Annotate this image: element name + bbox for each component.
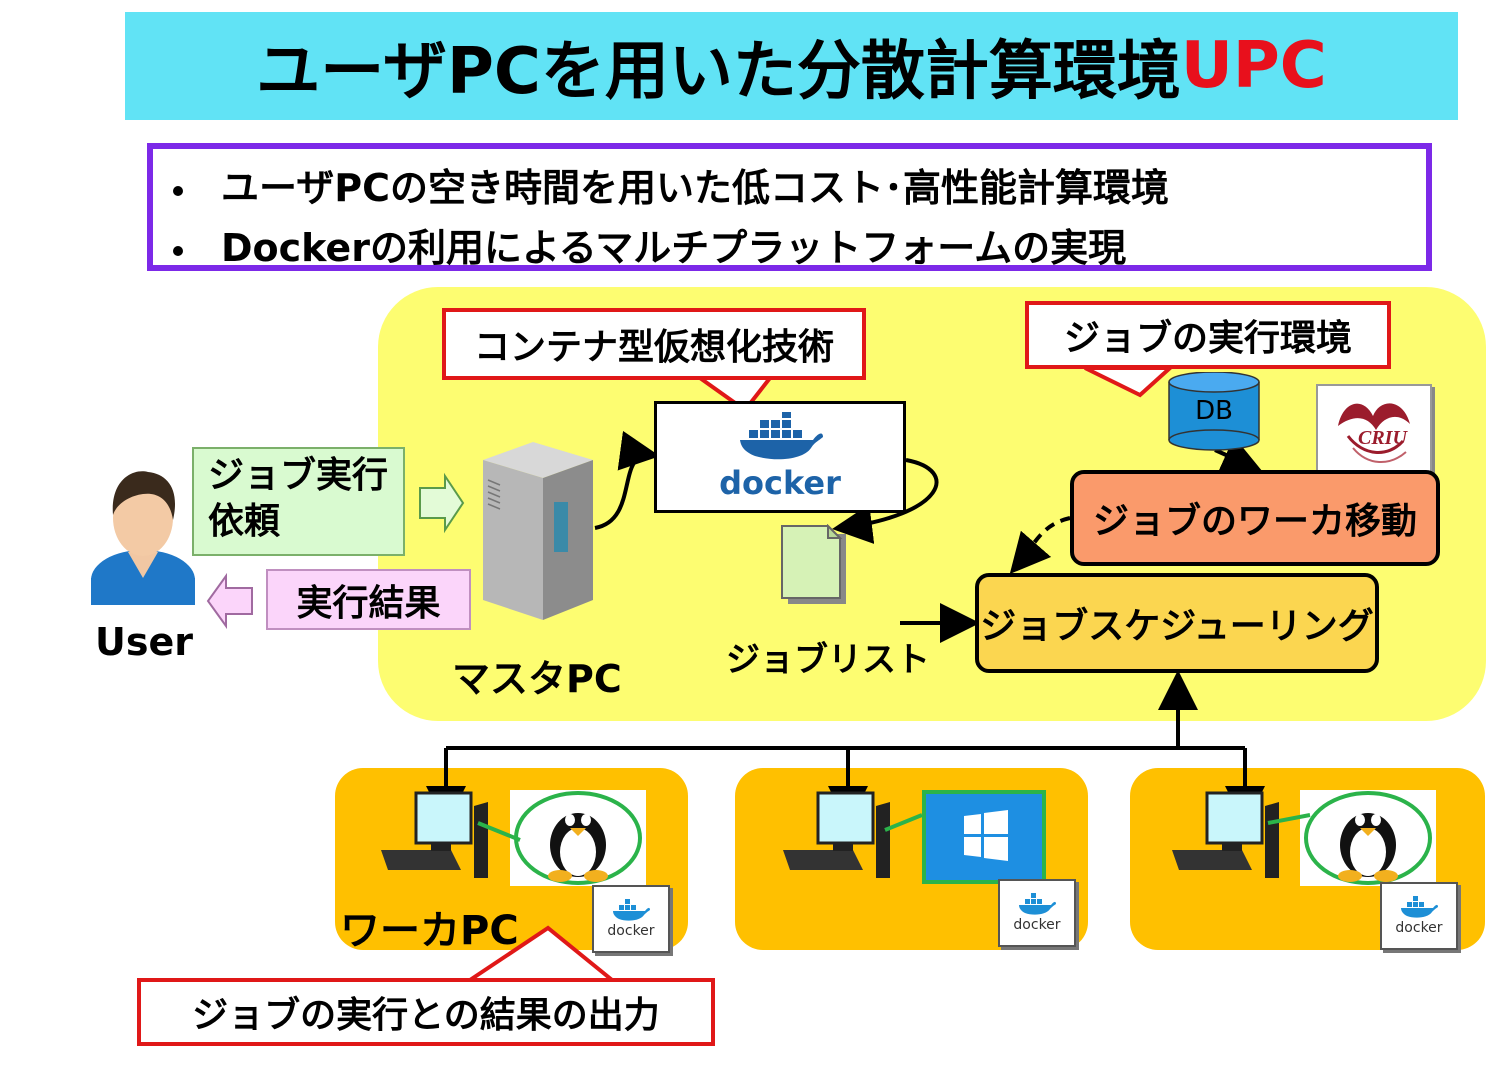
job-request-box: ジョブ実行 依頼	[192, 447, 405, 556]
criu-logo: CRIU	[1316, 384, 1432, 476]
docker-whale-icon	[613, 899, 650, 921]
bullet-1: ユーザPCの空き時間を用いた低コスト･高性能計算環境	[173, 157, 1169, 212]
windows-icon	[964, 810, 1008, 861]
criu-text: CRIU	[1358, 427, 1408, 449]
result-box: 実行結果	[266, 569, 471, 630]
callout-container-tech: コンテナ型仮想化技術	[442, 308, 866, 380]
db-label: DB	[1195, 396, 1233, 426]
docker-whale-icon	[1019, 893, 1056, 915]
worker-pc-icon	[381, 791, 488, 878]
database-icon	[1168, 372, 1260, 451]
docker-mini-logo-2: docker	[998, 879, 1076, 947]
user-icon	[91, 471, 195, 605]
user-label: User	[95, 620, 193, 664]
summary-box: ユーザPCの空き時間を用いた低コスト･高性能計算環境 Dockerの利用によるマ…	[147, 143, 1432, 271]
windows-logo	[922, 790, 1046, 884]
criu-phoenix-icon: CRIU	[1338, 403, 1410, 464]
job-list-label: ジョブリスト	[726, 640, 930, 680]
job-scheduling-box: ジョブスケジューリング	[975, 573, 1379, 673]
job-move-box: ジョブのワーカ移動	[1070, 470, 1440, 566]
docker-mini-logo-3: docker	[1380, 882, 1458, 950]
docker-whale-icon	[1401, 896, 1438, 918]
docker-whale-icon	[740, 412, 823, 460]
title-main: ユーザPCを用いた分散計算環境	[256, 35, 1181, 109]
master-pc-label: マスタPC	[452, 657, 622, 701]
docker-logo-box: docker	[654, 401, 906, 513]
docker-mini-logo-1: docker	[592, 885, 670, 953]
bullet-dot-icon	[173, 245, 183, 256]
docker-word: docker	[719, 464, 841, 502]
bullet-dot-icon	[173, 185, 183, 196]
bullet-2: Dockerの利用によるマルチプラットフォームの実現	[173, 217, 1126, 272]
document-icon	[781, 524, 846, 604]
linux-tux-icon	[1304, 791, 1432, 885]
worker-pc-icon	[783, 791, 890, 878]
title-accent: UPC	[1180, 29, 1327, 103]
worker-pc-icon	[1172, 791, 1279, 878]
callout-job-env: ジョブの実行環境	[1025, 301, 1391, 369]
worker-pc-label: ワーカPC	[340, 908, 519, 954]
server-icon	[483, 442, 593, 620]
linux-logo-box	[1300, 790, 1436, 886]
callout-job-output: ジョブの実行との結果の出力	[137, 978, 715, 1046]
